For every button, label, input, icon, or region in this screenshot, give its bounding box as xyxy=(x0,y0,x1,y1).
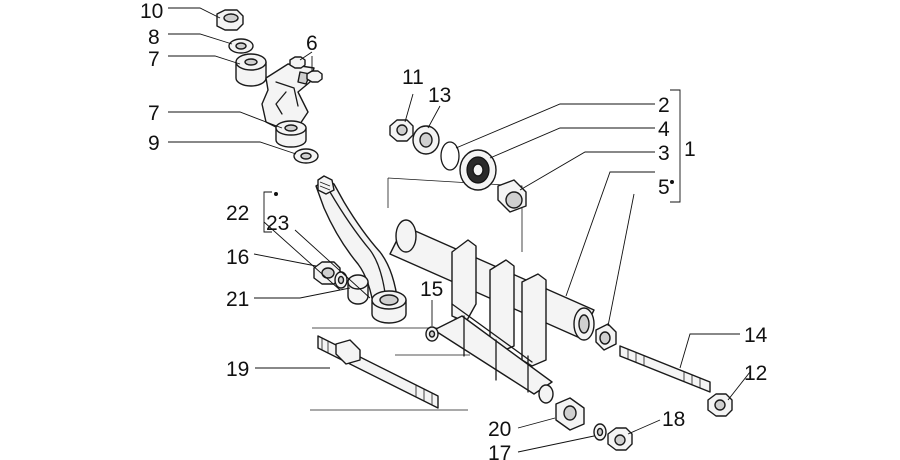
callout-7-lower: 7 xyxy=(148,102,160,125)
group-brackets xyxy=(263,89,681,233)
washer-8 xyxy=(228,38,254,54)
washer-15 xyxy=(425,326,439,342)
callout-1: 1 xyxy=(684,138,696,161)
callout-18: 18 xyxy=(662,408,685,431)
washer-13 xyxy=(412,125,440,155)
callout-10: 10 xyxy=(140,0,163,23)
callout-4: 4 xyxy=(658,118,670,141)
callout-9: 9 xyxy=(148,132,160,155)
spacer-20 xyxy=(555,397,585,431)
callout-7-upper: 7 xyxy=(148,48,160,71)
callout-21: 21 xyxy=(226,288,249,311)
bolt-14 xyxy=(619,345,711,393)
spacer-21 xyxy=(347,274,369,305)
callout-6: 6 xyxy=(306,32,318,55)
marker-dot-1 xyxy=(670,180,674,184)
callout-16: 16 xyxy=(226,246,249,269)
nut-10 xyxy=(216,9,244,31)
nut-18 xyxy=(607,427,633,451)
nut-11 xyxy=(389,119,414,142)
callout-23: 23 xyxy=(266,212,289,235)
swing-frame xyxy=(389,219,595,404)
callout-22: 22 xyxy=(226,202,249,225)
marker-dot-22 xyxy=(274,192,278,196)
washer-17 xyxy=(593,423,607,441)
bushing-3 xyxy=(497,179,527,213)
bolt-19 xyxy=(317,335,439,409)
callout-3: 3 xyxy=(658,142,670,165)
callout-13: 13 xyxy=(428,84,451,107)
bearing-4 xyxy=(459,149,497,191)
bushing-7-lower xyxy=(275,120,307,148)
callout-5: 5 xyxy=(658,176,670,199)
curved-arm xyxy=(315,175,407,324)
leader-lines xyxy=(168,7,751,453)
circlip-2 xyxy=(440,141,460,171)
callout-numbers: 10 8 7 6 7 9 11 13 2 4 3 1 5 22 23 16 21… xyxy=(140,0,768,460)
callout-8: 8 xyxy=(148,26,160,49)
callout-20: 20 xyxy=(488,418,511,441)
callout-12: 12 xyxy=(744,362,767,385)
callout-2: 2 xyxy=(658,94,670,117)
nuts-6 xyxy=(289,56,323,83)
washer-small xyxy=(334,271,348,289)
callout-19: 19 xyxy=(226,358,249,381)
mounting-bracket xyxy=(261,63,315,131)
nut-12 xyxy=(707,393,733,417)
bushing-7-upper xyxy=(235,53,267,87)
callout-14: 14 xyxy=(744,324,768,347)
callout-11: 11 xyxy=(402,66,424,89)
bushing-5 xyxy=(595,323,617,351)
callout-17: 17 xyxy=(488,442,511,460)
washer-9 xyxy=(293,148,319,164)
callout-15: 15 xyxy=(420,278,443,301)
